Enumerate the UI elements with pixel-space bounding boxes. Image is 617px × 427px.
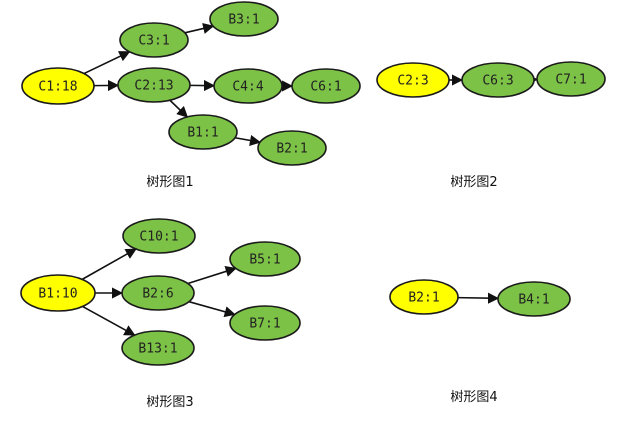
node-label: C3:1 [138,34,169,49]
node-ellipse [229,305,301,341]
node-ellipse [536,61,606,97]
edge-arrow-t3-b2-to-t3-b5 [187,266,237,285]
node-label: C6:3 [482,74,513,89]
edge-arrow-t1-c1-to-t1-c3 [83,51,131,75]
tree-caption-1: 树形图1 [146,175,193,190]
node-label: C4:4 [232,80,263,95]
node-ellipse [117,67,191,103]
tree-node-t1-b1: B1:1 [168,114,238,150]
node-ellipse [461,62,535,98]
node-label: B7:1 [249,317,280,332]
tree-node-t3-b7: B7:1 [229,305,301,341]
tree-node-t3-b2: B2:6 [121,275,195,311]
captions-layer: 树形图1 树形图2 树形图3 树形图4 [146,175,497,410]
node-ellipse [209,1,279,37]
tree-node-t3-b1: B1:10 [20,274,96,312]
node-ellipse [168,114,238,150]
edge-arrow-t4-b2-to-t4-b4 [457,292,500,304]
node-label: C2:3 [397,74,428,89]
node-ellipse [497,281,571,317]
node-label: C2:13 [134,79,173,94]
node-label: C7:1 [555,73,586,88]
node-label: B2:6 [142,287,173,302]
node-ellipse [122,218,196,254]
tree-node-t1-b2: B2:1 [257,130,327,166]
tree-node-t1-c6: C6:1 [291,68,361,104]
tree-node-t2-c6: C6:3 [461,62,535,98]
node-label: B1:10 [38,287,77,302]
node-ellipse [121,275,195,311]
tree-node-t3-b5: B5:1 [229,241,301,277]
node-label: C6:1 [310,80,341,95]
node-ellipse [121,330,195,366]
tree-node-t1-c1: C1:18 [21,67,95,105]
node-label: C10:1 [139,230,178,245]
tree-node-t4-b2: B2:1 [389,279,459,315]
root-node-ellipse [20,274,96,312]
tree-node-t4-b4: B4:1 [497,281,571,317]
node-ellipse [291,68,361,104]
tree-node-t2-c2: C2:3 [376,62,450,98]
tree-caption-4: 树形图4 [450,390,497,405]
node-label: B3:1 [228,13,259,28]
edge-arrow-t1-b1-to-t1-b2 [234,134,262,146]
node-ellipse [119,22,189,58]
edge-arrow-t1-c2-to-t1-b1 [169,99,189,118]
tree-node-t2-c7: C7:1 [536,61,606,97]
node-label: C1:18 [38,80,77,95]
edge-arrow-t1-c3-to-t1-b3 [184,23,215,34]
node-label: B1:1 [187,126,218,141]
tree-node-t1-c3: C3:1 [119,22,189,58]
root-node-ellipse [389,279,459,315]
node-label: B2:1 [276,142,307,157]
edge-arrow-t3-b2-to-t3-b7 [188,300,236,318]
nodes-layer: C1:18 C3:1 B3:1C2:13 C4:4 C6:1B1:1B2:1 C2:3 C6… [20,1,606,366]
tree-node-t1-c2: C2:13 [117,67,191,103]
edge-arrow-t3-b1-to-t3-b13 [82,305,136,336]
edges-layer [81,23,539,336]
node-ellipse [229,241,301,277]
node-label: B4:1 [518,293,549,308]
edge-arrow-t3-b1-to-t3-c10 [81,248,137,281]
tree-node-t1-b3: B3:1 [209,1,279,37]
node-label: B13:1 [138,342,177,357]
root-node-ellipse [376,62,450,98]
tree-node-t3-c10: C10:1 [122,218,196,254]
node-label: B5:1 [249,253,280,268]
tree-node-t3-b13: B13:1 [121,330,195,366]
root-node-ellipse [21,67,95,105]
tree-caption-3: 树形图3 [146,395,193,410]
node-ellipse [213,68,283,104]
node-label: B2:1 [408,291,439,306]
node-ellipse [257,130,327,166]
tree-node-t1-c4: C4:4 [213,68,283,104]
tree-caption-2: 树形图2 [450,175,497,190]
